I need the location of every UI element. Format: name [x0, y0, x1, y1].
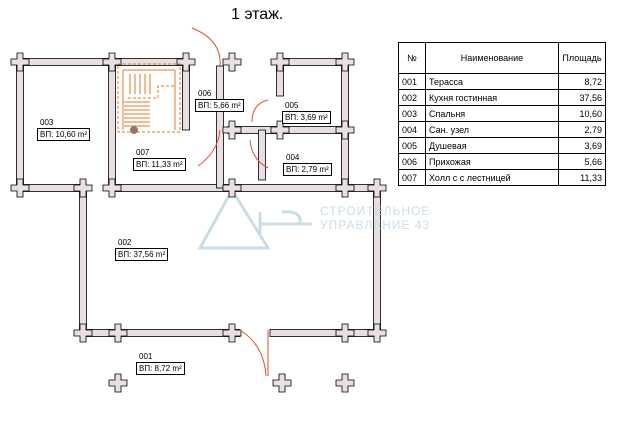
room-number: 002 [118, 238, 132, 247]
cell-number: 003 [398, 105, 426, 122]
room-area-label: ВП: 2,79 m² [283, 163, 332, 176]
wall-top-right [279, 58, 346, 66]
cell-name: Холл с с лестницей [425, 169, 559, 186]
log-corner [10, 52, 30, 72]
door-arc-terrace [239, 329, 267, 377]
wall-stair-right [182, 61, 190, 131]
cell-area: 11,33 [558, 169, 606, 186]
door-arc-entry [191, 27, 221, 67]
walls [10, 52, 387, 393]
log-corner [367, 323, 387, 343]
log-corner [222, 323, 242, 343]
log-corner [222, 52, 242, 72]
log-corner [270, 120, 290, 140]
doors [191, 27, 269, 377]
staircase [117, 63, 181, 134]
log-corner [10, 178, 30, 198]
cell-name: Спальня [425, 105, 559, 122]
log-corner [272, 373, 292, 393]
floor-title: 1 этаж. [231, 6, 284, 23]
header-number: № [398, 42, 426, 74]
cell-number: 002 [398, 89, 426, 106]
log-corner [335, 52, 355, 72]
log-corner [102, 178, 122, 198]
room-number: 001 [139, 352, 153, 361]
log-corner [335, 373, 355, 393]
room-number: 004 [286, 153, 300, 162]
room-area-label: ВП: 37,56 m² [115, 248, 169, 261]
wall-entry [216, 65, 224, 189]
cell-area: 10,60 [558, 105, 606, 122]
cell-name: Сан. узел [425, 121, 559, 138]
door-arc-005 [251, 99, 269, 123]
log-corner [335, 178, 355, 198]
door-arc-006 [197, 129, 221, 167]
log-corner [270, 52, 290, 72]
wall-wc-left [258, 129, 266, 181]
watermark-line-2: УПРАВЛЕНИЕ 43 [320, 218, 431, 232]
log-corner [335, 323, 355, 343]
header-area: Площадь [558, 42, 606, 74]
log-corner [102, 52, 122, 72]
room-number: 007 [136, 148, 150, 157]
cell-name: Кухня гостинная [425, 89, 559, 106]
cell-area: 37,56 [558, 89, 606, 106]
cell-area: 5,66 [558, 153, 606, 170]
log-corner [108, 323, 128, 343]
log-corner [222, 120, 242, 140]
wall-lower-left [19, 184, 84, 192]
room-area-label: ВП: 5,66 m² [195, 99, 244, 112]
wall-living-bottom-right [269, 329, 378, 337]
wall-top-left [19, 58, 113, 66]
cell-name: Душевая [425, 137, 559, 154]
cell-number: 001 [398, 73, 426, 90]
room-number: 003 [40, 118, 54, 127]
watermark-line-1: СТРОИТЕЛЬНОЕ [320, 204, 431, 218]
table-header-row: № Наименование Площадь [398, 42, 606, 74]
room-area-label: ВП: 11,33 m² [133, 158, 186, 171]
room-area-label: ВП: 3,69 m² [282, 111, 331, 124]
wall-left [16, 61, 24, 189]
watermark-logo [197, 187, 312, 250]
door-arc-004 [249, 139, 269, 169]
cell-number: 007 [398, 169, 426, 186]
room-number: 006 [198, 89, 212, 98]
cell-number: 004 [398, 121, 426, 138]
watermark-text: СТРОИТЕЛЬНОЕ УПРАВЛЕНИЕ 43 [320, 204, 430, 232]
room-area-label: ВП: 10,60 m² [37, 128, 91, 141]
log-corner [108, 373, 128, 393]
log-corner [367, 178, 387, 198]
log-corner [73, 323, 93, 343]
cell-area: 2,79 [558, 121, 606, 138]
cell-number: 006 [398, 153, 426, 170]
wall-living-bottom-left [82, 329, 241, 337]
log-corner [335, 120, 355, 140]
cell-name: Прихожая [425, 153, 559, 170]
cell-area: 8,72 [558, 73, 606, 90]
cell-number: 005 [398, 137, 426, 154]
log-corner [222, 178, 242, 198]
cell-name: Терасса [425, 73, 559, 90]
log-corner [73, 178, 93, 198]
cell-area: 3,69 [558, 137, 606, 154]
room-number: 005 [285, 101, 299, 110]
wall-hall-left [108, 61, 116, 189]
wall-living-left [79, 187, 87, 334]
room-area-label: ВП: 8,72 m² [136, 362, 185, 375]
log-corner [176, 52, 196, 72]
header-name: Наименование [425, 42, 559, 74]
